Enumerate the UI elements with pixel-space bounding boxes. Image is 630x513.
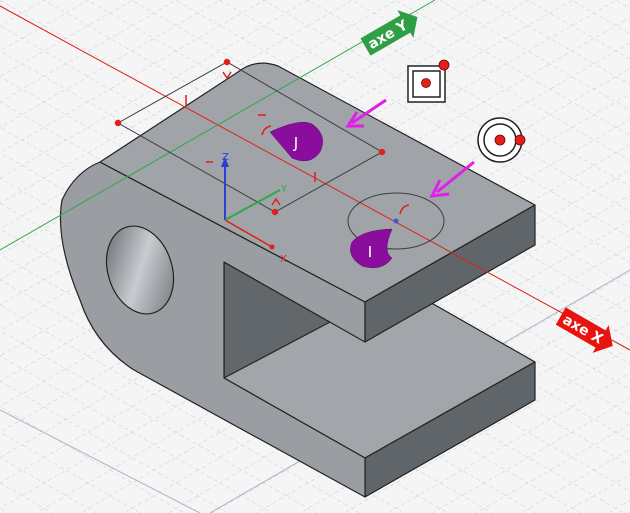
circle-center-icon[interactable] xyxy=(477,117,526,163)
upper-plate-front-face[interactable] xyxy=(364,204,536,343)
marker-i[interactable]: I xyxy=(350,228,393,268)
pointer-arrow-1 xyxy=(345,98,387,128)
local-y-label: Y xyxy=(280,184,288,195)
local-axes: Z Y X xyxy=(221,152,288,265)
local-x-label: X xyxy=(280,254,287,265)
marker-j-label: J xyxy=(293,134,298,152)
constraint-markers xyxy=(114,58,410,216)
plane-point-icon[interactable] xyxy=(407,59,450,103)
pointer-arrow-2 xyxy=(429,160,475,198)
marker-i-label: I xyxy=(368,243,372,261)
sketch-circle[interactable] xyxy=(347,192,445,250)
circle-center-point[interactable] xyxy=(393,218,399,224)
bore-hole[interactable] xyxy=(96,217,185,322)
local-x-axis xyxy=(224,219,273,248)
local-z-label: Z xyxy=(222,152,229,163)
local-y-axis xyxy=(224,189,281,221)
marker-j[interactable]: J xyxy=(269,122,323,162)
